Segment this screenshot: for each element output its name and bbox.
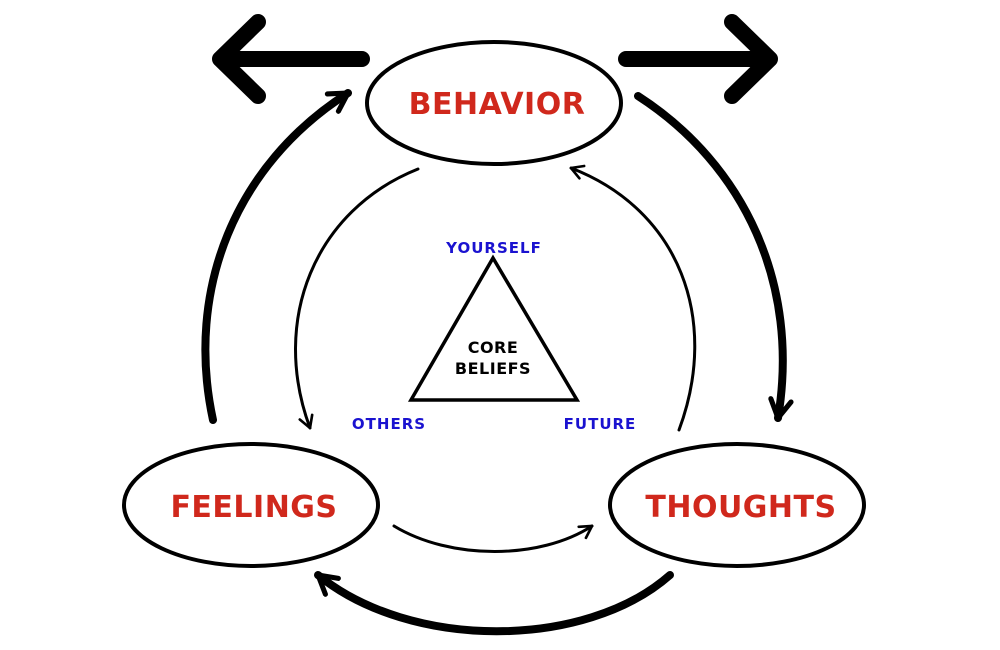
inner-arrow-feelings-to-thoughts	[392, 524, 594, 553]
vertex-label-future: FUTURE	[564, 415, 637, 433]
vertex-label-yourself: YOURSELF	[445, 239, 542, 257]
core-beliefs-line2: BELIEFS	[455, 359, 531, 378]
thoughts-node	[608, 442, 866, 568]
feelings-label: FEELINGS	[170, 490, 337, 525]
arrow-feelings-to-behavior	[201, 89, 352, 424]
core-beliefs-line1: CORE	[468, 338, 519, 357]
outward-arrow-right	[618, 14, 778, 104]
arrow-behavior-to-thoughts	[634, 92, 794, 422]
inner-arrow-behavior-to-feelings	[294, 167, 420, 430]
thoughts-label: THOUGHTS	[645, 490, 836, 525]
outward-arrow-left	[212, 14, 370, 104]
core-beliefs-triangle	[407, 254, 581, 402]
behavior-node	[365, 40, 623, 166]
behavior-label: BEHAVIOR	[409, 87, 586, 122]
vertex-label-others: OTHERS	[352, 415, 426, 433]
arrow-thoughts-to-feelings	[314, 571, 674, 636]
feelings-node	[122, 442, 380, 568]
inner-arrow-thoughts-to-behavior	[569, 164, 697, 432]
